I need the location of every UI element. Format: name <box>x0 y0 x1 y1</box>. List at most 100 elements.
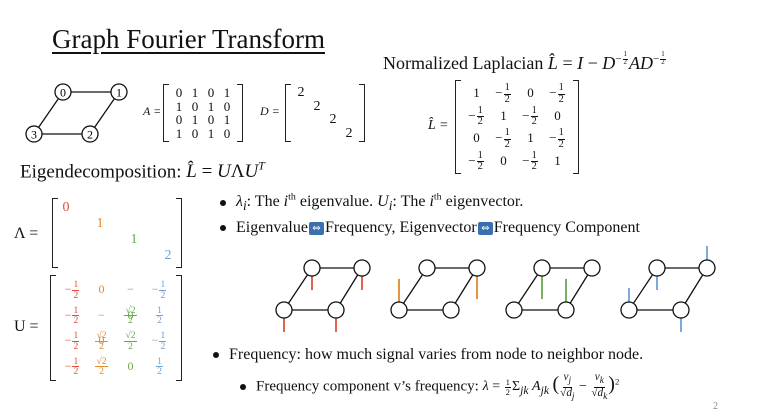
graph-node <box>557 301 575 319</box>
lambda-diag-value: 2 <box>164 248 172 263</box>
matrix-cell: 1 <box>191 85 199 100</box>
graph-node <box>648 259 666 277</box>
matrix-cell: 1 <box>191 112 199 127</box>
matrix-cell: 0 <box>127 358 134 373</box>
bullet-dot <box>240 383 246 390</box>
matrix-cell: 1 <box>473 85 480 100</box>
degree-label: D = <box>260 104 280 118</box>
bullet-2-part1: Eigenvalue <box>236 219 308 236</box>
eigenvector-graph-3 <box>620 246 716 332</box>
bullet-dot <box>220 199 226 206</box>
matrix-cell: 1 <box>175 98 183 114</box>
laplacian-title-text: Normalized Laplacian <box>383 52 544 73</box>
matrix-cell: 0 <box>191 125 199 141</box>
matrix-cell: 0 <box>527 85 534 100</box>
matrix-cell: 1 <box>554 152 561 168</box>
graph-node <box>698 259 716 277</box>
svg-text:2: 2 <box>87 128 93 142</box>
lambda-diag-value: 1 <box>96 216 104 231</box>
matrix-cell: 1 <box>207 125 215 141</box>
matrix-cell: 0 <box>223 98 231 114</box>
double-arrow-icon: ⇔ <box>477 221 493 235</box>
matrix-cell: 1 <box>500 107 507 123</box>
graph-node <box>327 301 345 319</box>
bullet-dot <box>213 352 219 359</box>
matrix-cell: 0 <box>223 125 231 141</box>
graph-node <box>442 301 460 319</box>
svg-text:1: 1 <box>116 86 122 100</box>
lambda-label: Λ = <box>14 225 39 242</box>
u-label: U = <box>14 318 39 335</box>
eigenvector-graph-1 <box>390 259 486 319</box>
graph-node <box>390 301 408 319</box>
slide-title: Graph Fourier Transform <box>52 24 325 54</box>
matrix-cell: 2 <box>329 112 337 127</box>
matrix-cell: 0 <box>127 307 134 322</box>
matrix-cell: 0 <box>98 282 105 296</box>
laplacian-label: L̂ = <box>428 118 449 133</box>
graph-node <box>672 301 690 319</box>
matrix-cell: 1 <box>175 125 183 141</box>
matrix-cell: 0 <box>554 107 561 123</box>
eigendecomposition-heading: Eigendecomposition: L̂ = UΛUT <box>20 160 265 183</box>
graph-node-2: 2 <box>81 125 99 143</box>
eigenvector-graph-0 <box>275 259 371 332</box>
svg-text:3: 3 <box>31 128 37 142</box>
matrix-cell: 1 <box>527 130 534 145</box>
svg-text:0: 0 <box>60 86 66 100</box>
bullet-frequency-meaning: Frequency: how much signal varies from n… <box>213 346 643 364</box>
eigendecomposition-formula: L̂ = UΛUT <box>186 160 265 183</box>
matrix-cell: 1 <box>223 85 231 100</box>
matrix-cell: 0 <box>191 98 199 114</box>
graph-node <box>353 259 371 277</box>
graph-node <box>418 259 436 277</box>
graph-node <box>583 259 601 277</box>
graph-diagram: 0 1 2 3 <box>25 83 128 143</box>
matrix-cell: 0 <box>207 85 215 100</box>
graph-node-1: 1 <box>110 83 128 101</box>
bullet-eigen-definition: λi: The ith eigenvalue. Ui: The ith eige… <box>220 192 523 215</box>
matrix-cell: 2 <box>345 125 353 141</box>
double-arrow-icon: ⇔ <box>308 221 324 235</box>
graph-node <box>468 259 486 277</box>
matrix-cell: 1 <box>207 98 215 114</box>
matrix-cell: 2 <box>297 85 305 100</box>
bullet-2-part2: Frequency, Eigenvector <box>324 219 477 236</box>
graph-node <box>533 259 551 277</box>
graph-node <box>303 259 321 277</box>
lambda-diag-value: 1 <box>130 232 138 247</box>
graph-node-3: 3 <box>25 125 43 143</box>
bullet-dot <box>220 225 226 232</box>
matrix-cell: 0 <box>207 112 215 127</box>
bullet-1-text: λi: The ith eigenvalue. Ui: The ith eige… <box>236 192 524 214</box>
page-number: 2 <box>713 401 718 412</box>
bullet-frequency-mapping: Eigenvalue⇔Frequency, Eigenvector⇔Freque… <box>220 219 640 237</box>
eigendecomposition-title-text: Eigendecomposition: <box>20 161 182 183</box>
matrix-cell: 0 <box>175 112 183 127</box>
matrix-cell: 1 <box>223 112 231 127</box>
matrix-cell: 0 <box>175 85 183 100</box>
